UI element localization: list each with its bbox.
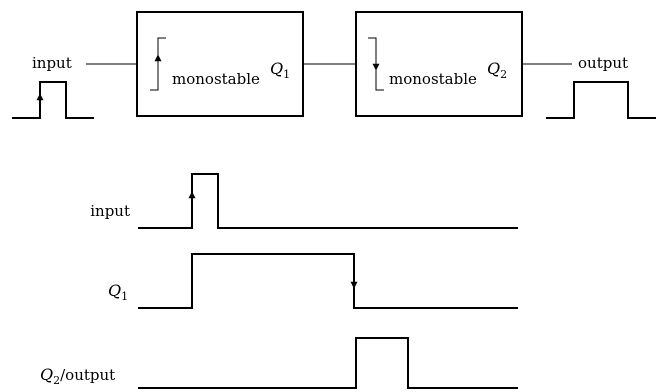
block1-label: monostable bbox=[172, 70, 260, 88]
block1-output-symbol: Q1 bbox=[270, 59, 290, 81]
input-label: input bbox=[32, 54, 72, 72]
output-pulse-sketch bbox=[546, 81, 656, 119]
block2-label: monostable bbox=[389, 70, 477, 88]
timing-q1-waveform bbox=[138, 253, 518, 309]
timing-input-waveform bbox=[138, 173, 518, 229]
timing-q2-label: Q2/output bbox=[40, 365, 115, 387]
monostable-block-2 bbox=[355, 11, 523, 117]
timing-q2-waveform bbox=[138, 337, 518, 389]
output-label: output bbox=[578, 54, 628, 72]
monostable-block-1 bbox=[136, 11, 304, 117]
timing-input-label: input bbox=[90, 202, 130, 220]
input-pulse-sketch bbox=[12, 81, 94, 119]
block2-output-symbol: Q2 bbox=[487, 59, 507, 81]
timing-diagram: input Q1 Q2/output bbox=[40, 173, 518, 389]
block-diagram: input monostable Q1 monostable Q2 output bbox=[12, 11, 656, 119]
timing-q1-label: Q1 bbox=[108, 281, 128, 303]
